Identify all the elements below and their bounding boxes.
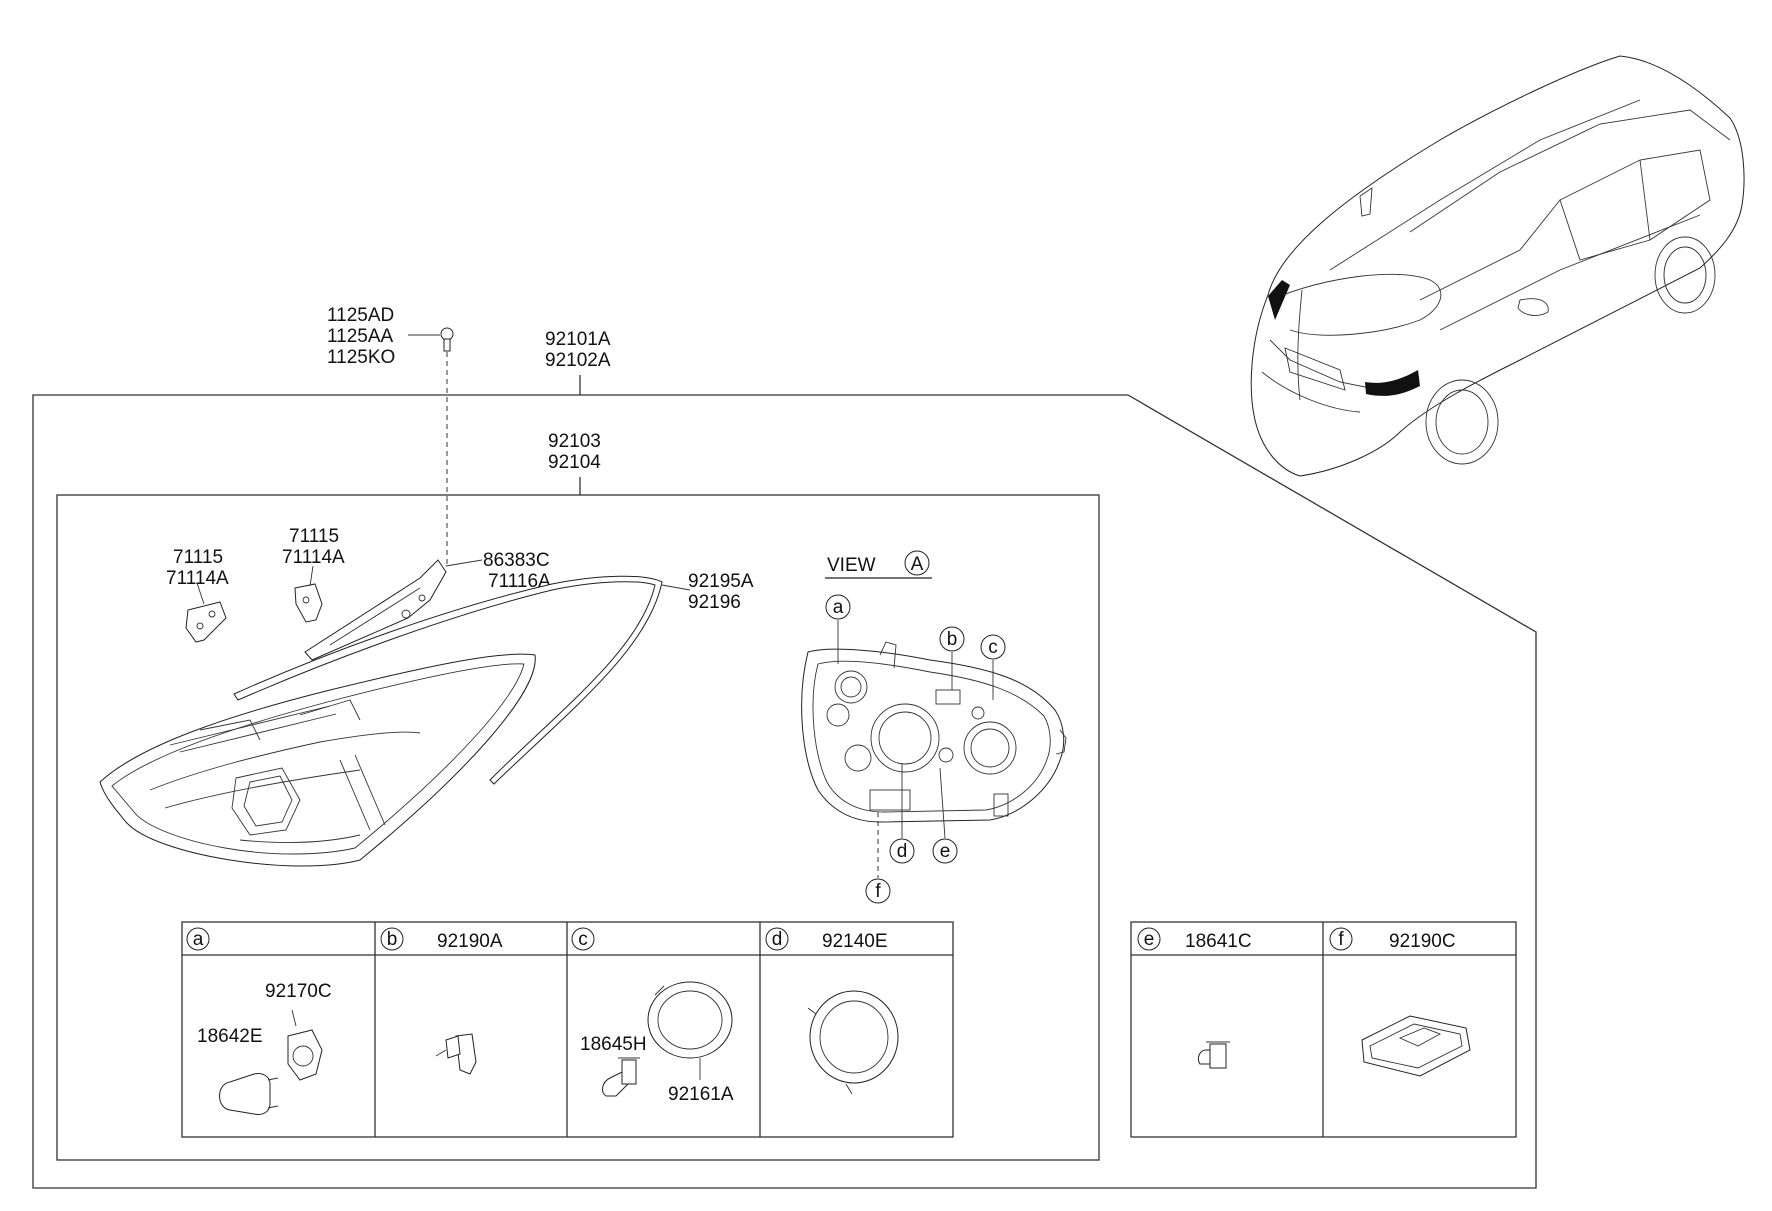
svg-text:e: e	[940, 841, 951, 862]
table-cell-c: c 18645H 92161A	[571, 927, 734, 1105]
table-cell-a: a 92170C 18642E	[186, 927, 332, 1115]
table-cell-a-label-2: 18642E	[197, 1026, 263, 1047]
svg-text:f: f	[875, 881, 881, 902]
callout-a: a	[825, 594, 851, 620]
table-cell-d-part: 92140E	[822, 931, 888, 952]
table-cell-d: d 92140E	[765, 927, 899, 1095]
callout-b: b	[939, 626, 965, 652]
bracket-center-label-1: 86383C	[483, 550, 550, 571]
assembly-label-2: 92102A	[545, 350, 611, 371]
trim-label-2: 92196	[688, 592, 741, 613]
assembly-frame	[32, 394, 1537, 1189]
actuator-icon	[435, 1033, 477, 1075]
bulb-table-side	[1130, 921, 1517, 1138]
svg-text:b: b	[947, 629, 958, 650]
h-bulb-icon	[1197, 1041, 1230, 1069]
table-cell-b: b 92190A	[380, 927, 503, 1075]
table-cell-f-part: 92190C	[1389, 931, 1456, 952]
view-label: VIEW	[827, 555, 876, 576]
table-cell-c-label-1: 18645H	[580, 1034, 647, 1055]
headlamp-rear-view	[801, 641, 1067, 823]
svg-text:d: d	[772, 929, 783, 950]
halogen-bulb-icon	[602, 1057, 640, 1097]
bolt-fastener	[408, 327, 454, 568]
bulb-icon	[219, 1073, 279, 1115]
table-cell-e-part: 18641C	[1185, 931, 1252, 952]
bracket-left-label-1: 71115	[173, 547, 223, 568]
svg-text:a: a	[833, 597, 844, 618]
bracket-left-label-2: 71114A	[166, 568, 229, 589]
callout-e: e	[932, 838, 958, 864]
svg-text:c: c	[578, 929, 588, 950]
svg-text:b: b	[387, 929, 398, 950]
assembly-label-1: 92101A	[545, 329, 611, 350]
headlamp-assembly	[99, 653, 536, 867]
bracket-right-label-1: 71115	[289, 526, 339, 547]
svg-text:e: e	[1144, 929, 1155, 950]
trim-strip	[233, 575, 691, 785]
bracket-right-label-2: 71114A	[282, 547, 345, 568]
retaining-ring-icon	[647, 981, 733, 1080]
lamp-frame	[56, 494, 1100, 1161]
bracket-right	[294, 565, 323, 623]
bulb-ring-icon	[807, 990, 899, 1095]
view-letter-circle	[904, 550, 930, 576]
bulb-socket-icon	[287, 1009, 323, 1081]
table-cell-f: f 92190C	[1329, 927, 1471, 1077]
fastener-label-2: 1125AA	[327, 326, 394, 347]
bulb-table-main	[181, 921, 954, 1138]
view-letter: A	[911, 554, 924, 575]
lamp-label-1: 92103	[548, 431, 601, 452]
bracket-left	[185, 582, 227, 643]
svg-text:d: d	[897, 841, 908, 862]
table-cell-a-label-1: 92170C	[265, 981, 332, 1002]
fastener-label-3: 1125KO	[327, 347, 395, 368]
callout-c: c	[980, 634, 1006, 660]
ballast-module-icon	[1361, 1015, 1471, 1077]
table-cell-e: e 18641C	[1137, 927, 1252, 1069]
bracket-center-label-2: 71116A	[488, 571, 551, 592]
fastener-label-1: 1125AD	[327, 305, 394, 326]
svg-text:c: c	[988, 637, 998, 658]
trim-label-1: 92195A	[688, 571, 754, 592]
callout-f: f	[865, 878, 891, 904]
table-cell-b-part: 92190A	[437, 931, 503, 952]
svg-text:a: a	[193, 929, 204, 950]
table-cell-c-label-2: 92161A	[668, 1084, 734, 1105]
lamp-label-2: 92104	[548, 452, 601, 473]
bracket-center	[304, 559, 483, 661]
callout-d: d	[889, 838, 915, 864]
svg-text:f: f	[1338, 929, 1344, 950]
vehicle-locator	[1250, 55, 1745, 477]
